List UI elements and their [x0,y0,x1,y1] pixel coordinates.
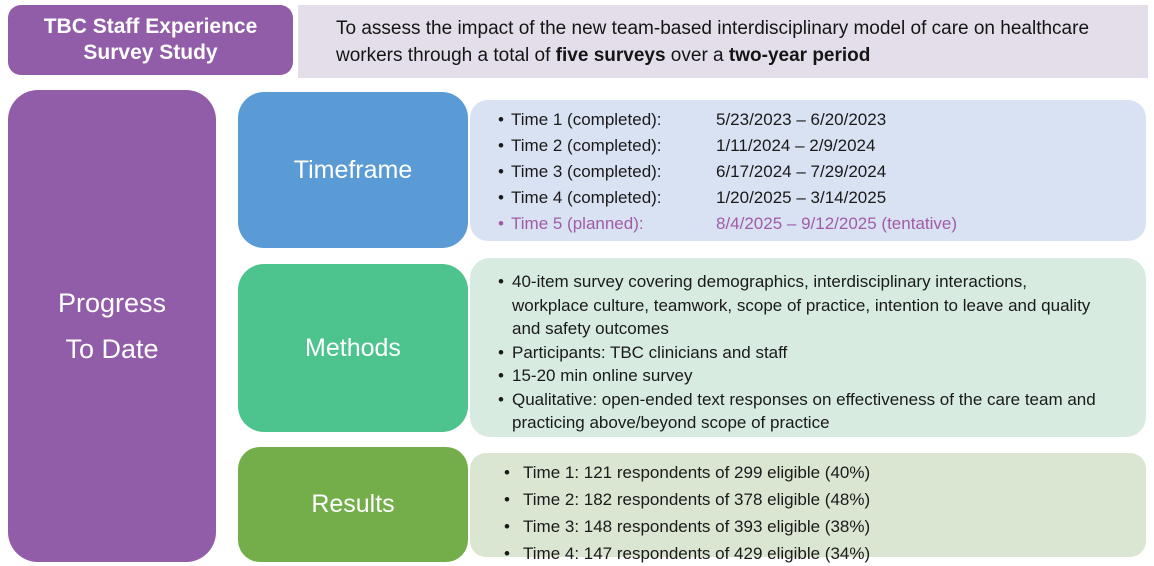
bullet-icon [498,159,511,185]
slide-title: TBC Staff Experience Survey Study [43,15,258,64]
methods-box: Methods [238,264,468,432]
objective-bold-five-surveys: five surveys [555,44,666,66]
objective-banner: To assess the impact of the new team-bas… [298,5,1148,78]
title-box: TBC Staff Experience Survey Study [8,5,293,75]
timeframe-panel: Time 1 (completed): 5/23/2023 – 6/20/202… [470,100,1146,241]
timeframe-row-dates: 1/20/2025 – 3/14/2025 [716,188,887,207]
results-row-text: Time 1: 121 respondents of 299 eligible … [523,463,871,482]
bullet-icon [498,270,512,341]
bullet-icon [504,513,523,540]
timeframe-row: Time 1 (completed): 5/23/2023 – 6/20/202… [498,107,1146,133]
timeframe-row-dates: 1/11/2024 – 2/9/2024 [716,136,876,155]
results-row-text: Time 2: 182 respondents of 378 eligible … [523,490,871,509]
objective-part1: To assess the impact of the new team-bas… [336,17,1090,66]
results-box: Results [238,447,468,562]
results-panel: Time 1: 121 respondents of 299 eligible … [470,453,1146,563]
methods-bullet-text: 40-item survey covering demographics, in… [512,272,1091,338]
timeframe-row: Time 3 (completed): 6/17/2024 – 7/29/202… [498,159,1146,185]
methods-bullet: Participants: TBC clinicians and staff [498,341,1106,365]
timeframe-row-label: Time 4 (completed): [511,188,662,207]
methods-bullet-text: 15-20 min online survey [512,366,693,385]
results-row-text: Time 3: 148 respondents of 393 eligible … [523,517,871,536]
timeframe-row: Time 2 (completed): 1/11/2024 – 2/9/2024 [498,133,1146,159]
timeframe-row-label: Time 2 (completed): [511,136,662,155]
bullet-icon [498,341,512,365]
objective-part2: over a [665,44,729,66]
methods-bullet: Qualitative: open-ended text responses o… [498,388,1106,435]
bullet-icon [498,185,511,211]
progress-to-date-box: Progress To Date [8,90,216,562]
bullet-icon [498,388,512,435]
objective-text: To assess the impact of the new team-bas… [336,15,1102,69]
timeframe-row-dates: 8/4/2025 – 9/12/2025 (tentative) [716,214,958,233]
results-row: Time 1: 121 respondents of 299 eligible … [504,459,1146,486]
bullet-icon [498,364,512,388]
timeframe-row: Time 4 (completed): 1/20/2025 – 3/14/202… [498,185,1146,211]
methods-bullet-text: Participants: TBC clinicians and staff [512,342,788,362]
timeframe-row-dates: 6/17/2024 – 7/29/2024 [716,162,887,181]
methods-bullet: 15-20 min online survey [498,364,1106,388]
methods-bullet: 40-item survey covering demographics, in… [498,270,1106,341]
bullet-icon [498,133,511,159]
methods-label: Methods [305,333,401,362]
timeframe-row-label: Time 3 (completed): [511,162,662,181]
results-row: Time 2: 182 respondents of 378 eligible … [504,486,1146,513]
results-row: Time 3: 148 respondents of 393 eligible … [504,513,1146,540]
objective-bold-two-year-period: two-year period [728,44,871,66]
results-row-text: Time 4: 147 respondents of 429 eligible … [523,544,871,563]
progress-to-date-label: Progress To Date [57,288,167,364]
methods-panel: 40-item survey covering demographics, in… [470,258,1146,437]
timeframe-row-planned: Time 5 (planned): 8/4/2025 – 9/12/2025 (… [498,211,1146,237]
methods-bullet-text: Qualitative: open-ended text responses o… [512,389,1096,433]
timeframe-box: Timeframe [238,92,468,248]
bullet-icon [498,211,511,237]
results-row: Time 4: 147 respondents of 429 eligible … [504,540,1146,566]
timeframe-row-dates: 5/23/2023 – 6/20/2023 [716,110,887,129]
timeframe-row-label: Time 5 (planned): [511,214,644,233]
timeframe-row-label: Time 1 (completed): [511,110,662,129]
bullet-icon [504,459,523,486]
timeframe-label: Timeframe [293,155,413,184]
bullet-icon [504,540,523,566]
bullet-icon [498,107,511,133]
results-label: Results [311,490,395,518]
bullet-icon [504,486,523,513]
